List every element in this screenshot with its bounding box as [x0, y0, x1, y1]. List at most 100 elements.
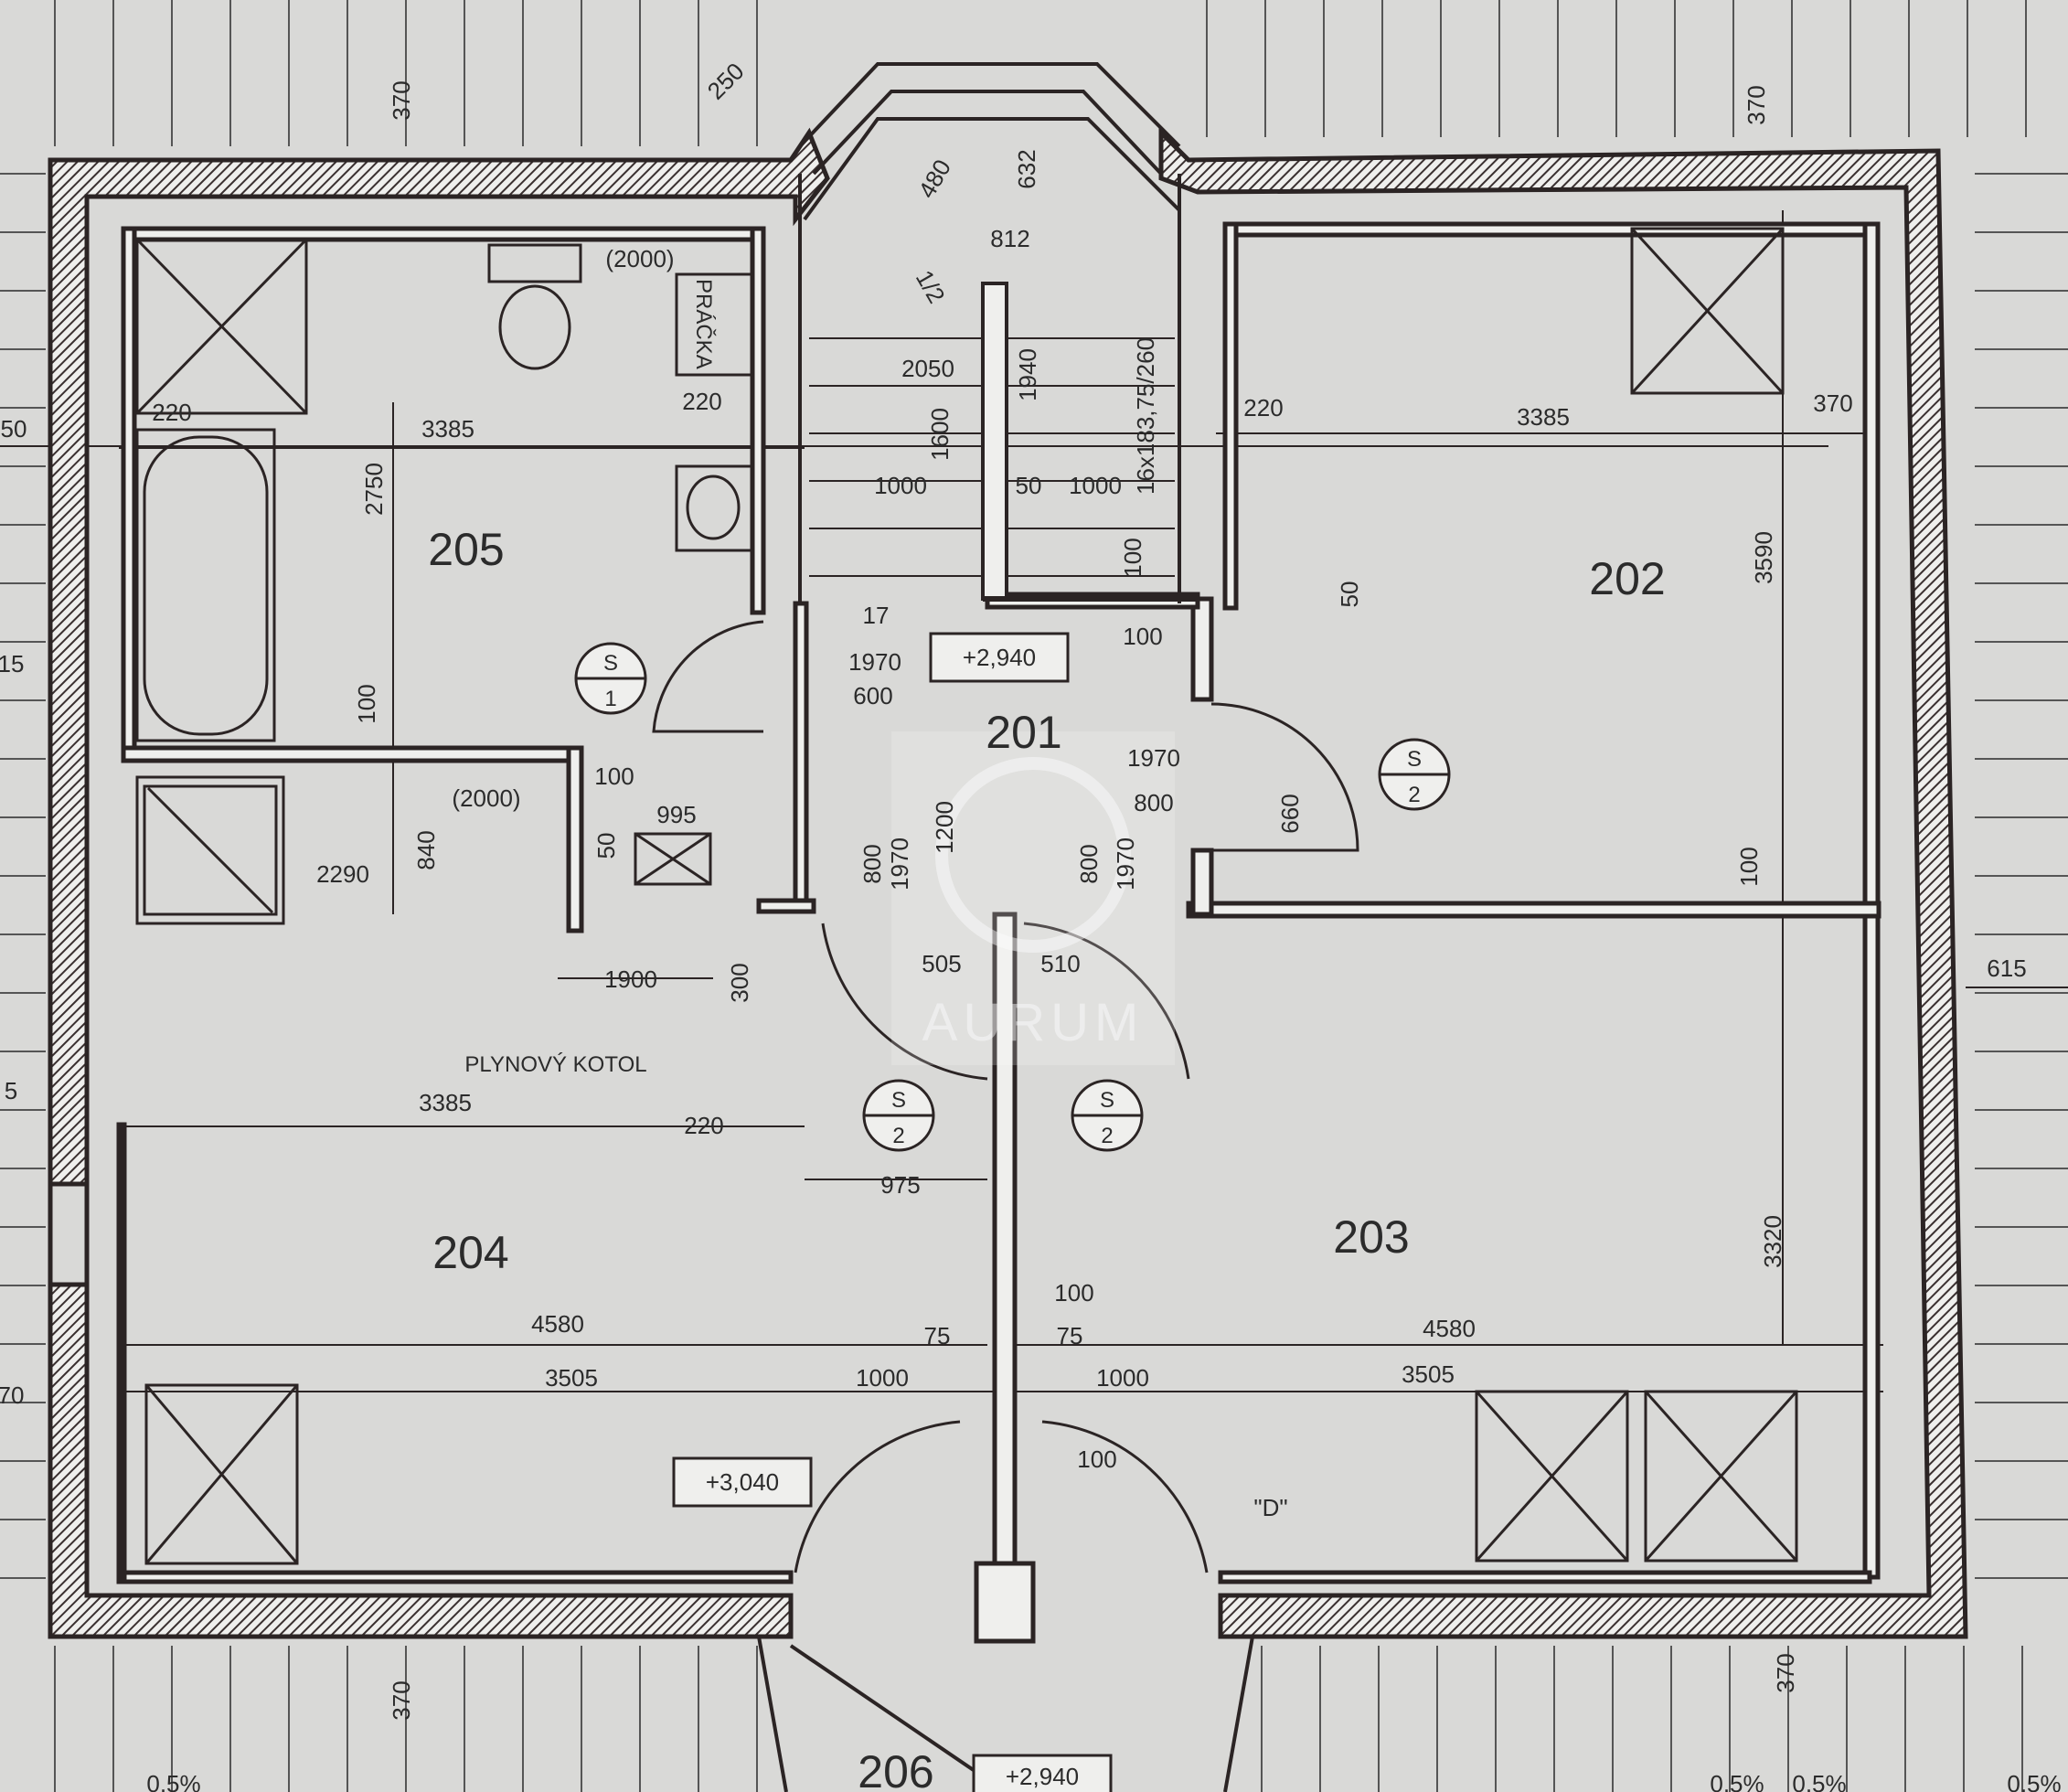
- level-2940-bottom: +2,940: [1006, 1763, 1079, 1790]
- svg-text:615: 615: [1987, 955, 2026, 982]
- skylight-205: [135, 238, 308, 415]
- svg-text:17: 17: [863, 602, 890, 629]
- wc-tank: [487, 243, 582, 283]
- svg-text:600: 600: [853, 682, 892, 709]
- room-205: 205: [428, 524, 504, 575]
- interior-walls: [116, 221, 1881, 1644]
- svg-text:510: 510: [1040, 950, 1080, 977]
- level-3040: +3,040: [706, 1468, 779, 1496]
- svg-text:660: 660: [1276, 794, 1304, 833]
- svg-text:220: 220: [152, 399, 191, 426]
- svg-text:220: 220: [1243, 394, 1283, 421]
- svg-text:800: 800: [858, 844, 886, 883]
- svg-text:1600: 1600: [926, 408, 954, 461]
- svg-text:16x183,75/260: 16x183,75/260: [1132, 337, 1159, 495]
- shower-2000-label: (2000): [452, 784, 520, 812]
- svg-text:370: 370: [388, 1680, 415, 1720]
- svg-text:3385: 3385: [419, 1089, 472, 1116]
- svg-text:0,5%: 0,5%: [1792, 1770, 1846, 1792]
- svg-text:2290: 2290: [316, 860, 369, 888]
- svg-text:1970: 1970: [1127, 744, 1180, 772]
- room-202: 202: [1589, 553, 1665, 604]
- svg-text:4580: 4580: [1423, 1315, 1476, 1342]
- svg-text:70: 70: [0, 1381, 24, 1409]
- svg-text:1940: 1940: [1014, 348, 1041, 401]
- level-2940: +2,940: [963, 644, 1036, 671]
- svg-text:50: 50: [1, 415, 27, 443]
- svg-text:S: S: [1100, 1088, 1114, 1113]
- skylight-202: [1630, 227, 1785, 395]
- svg-text:0,5%: 0,5%: [146, 1770, 200, 1792]
- washer-label: PRÁČKA: [691, 279, 717, 369]
- svg-text:1000: 1000: [1096, 1364, 1149, 1392]
- svg-text:50: 50: [592, 833, 620, 859]
- svg-text:1970: 1970: [848, 648, 901, 676]
- dimension-texts: 812 2050 1000 50 1000 17 1970 600 100 22…: [0, 225, 2062, 1792]
- svg-text:1000: 1000: [856, 1364, 909, 1392]
- svg-text:995: 995: [656, 801, 696, 828]
- svg-text:4580: 4580: [531, 1310, 584, 1338]
- room-201: 201: [986, 707, 1061, 758]
- stair-bay: [798, 62, 1181, 603]
- bathtub: [135, 428, 276, 742]
- svg-text:1200: 1200: [931, 801, 958, 854]
- svg-text:3505: 3505: [1402, 1360, 1455, 1388]
- svg-text:1970: 1970: [1112, 837, 1139, 891]
- svg-text:370: 370: [388, 80, 415, 120]
- washbasin: [675, 464, 753, 552]
- svg-text:300: 300: [726, 963, 753, 1002]
- svg-text:975: 975: [880, 1171, 920, 1199]
- svg-text:3505: 3505: [545, 1364, 598, 1392]
- svg-text:1: 1: [604, 687, 616, 711]
- skylights: [144, 227, 1798, 1565]
- watermark-text: AURUM: [922, 993, 1145, 1052]
- boiler-box: [634, 832, 712, 886]
- svg-text:3590: 3590: [1750, 531, 1777, 584]
- svg-text:1900: 1900: [604, 965, 657, 993]
- svg-text:100: 100: [1077, 1445, 1116, 1473]
- skylight-203b: [1644, 1390, 1798, 1563]
- svg-text:100: 100: [594, 763, 634, 790]
- svg-text:100: 100: [1119, 538, 1146, 577]
- svg-text:220: 220: [682, 388, 721, 415]
- svg-text:1970: 1970: [886, 837, 913, 891]
- svg-text:0,5%: 0,5%: [2007, 1770, 2061, 1792]
- svg-text:2: 2: [1101, 1124, 1113, 1148]
- room-206: 206: [858, 1746, 933, 1792]
- skylight-203a: [1475, 1390, 1629, 1563]
- svg-text:812: 812: [990, 225, 1029, 252]
- svg-text:840: 840: [412, 830, 440, 869]
- svg-text:S: S: [603, 651, 618, 676]
- washer-box: [675, 272, 753, 377]
- svg-text:2050: 2050: [901, 355, 954, 382]
- svg-text:75: 75: [924, 1322, 951, 1349]
- svg-text:2: 2: [892, 1124, 904, 1148]
- svg-text:800: 800: [1134, 789, 1173, 816]
- svg-text:100: 100: [1054, 1279, 1093, 1307]
- svg-text:75: 75: [1057, 1322, 1083, 1349]
- skylight-204: [144, 1383, 299, 1565]
- door-swings: [652, 620, 1359, 1573]
- svg-text:0,5%: 0,5%: [1710, 1770, 1764, 1792]
- svg-text:5: 5: [5, 1077, 17, 1104]
- svg-text:100: 100: [1735, 847, 1763, 886]
- svg-text:15: 15: [0, 650, 24, 677]
- svg-text:370: 370: [1772, 1653, 1799, 1692]
- section-marker-s2-middle: S 2: [1071, 1079, 1144, 1152]
- section-marker-s1: S 1: [574, 642, 647, 715]
- wc-bowl: [498, 284, 571, 370]
- svg-text:632: 632: [1013, 149, 1040, 188]
- d-mark: "D": [1253, 1494, 1287, 1521]
- section-marker-s2-left: S 2: [862, 1079, 935, 1152]
- bathroom-fixtures: [135, 238, 753, 925]
- entrance-bay: [757, 1636, 1254, 1792]
- section-marker-s2-right: S 2: [1378, 738, 1451, 811]
- shower-tray: [135, 775, 285, 925]
- room-204: 204: [432, 1227, 508, 1278]
- svg-text:370: 370: [1743, 85, 1770, 124]
- svg-text:2: 2: [1408, 783, 1420, 807]
- svg-text:1000: 1000: [874, 472, 927, 499]
- svg-text:50: 50: [1016, 472, 1042, 499]
- svg-text:800: 800: [1075, 844, 1103, 883]
